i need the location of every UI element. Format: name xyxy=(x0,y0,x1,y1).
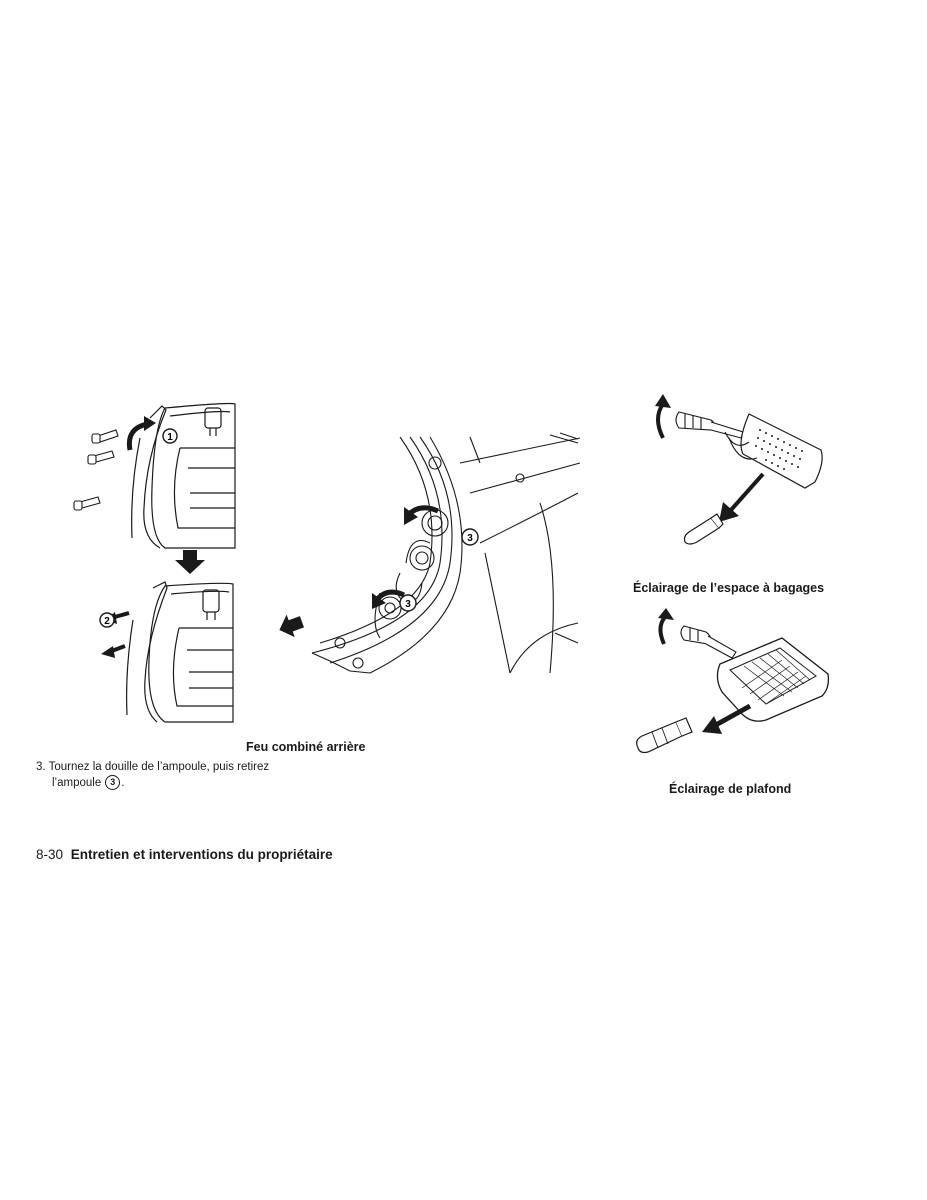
step-number: 3. xyxy=(36,761,46,773)
callout-3-lower: 3 xyxy=(405,599,411,610)
page-footer: 8-30 Entretien et interventions du propr… xyxy=(36,847,333,862)
luggage-light-caption: Éclairage de l’espace à bagages xyxy=(633,581,825,595)
rear-lamp-screws-illustration: 1 xyxy=(70,398,240,553)
step-callout-3: 3 xyxy=(105,775,121,790)
step-line-2-suffix: . xyxy=(121,777,125,789)
right-arrow-icon xyxy=(279,614,305,638)
down-arrow-icon xyxy=(175,550,205,574)
rear-lamp-pull-illustration: 2 xyxy=(95,580,235,725)
page-number: 8-30 xyxy=(36,847,64,862)
callout-2: 2 xyxy=(104,616,110,627)
step-line-2-prefix: l’ampoule xyxy=(52,777,102,789)
step-line-1: Tournez la douille de l’ampoule, puis re… xyxy=(48,761,270,773)
callout-1: 1 xyxy=(167,432,173,443)
step-3-instruction: 3. Tournez la douille de l’ampoule, puis… xyxy=(36,759,306,791)
callout-3-upper: 3 xyxy=(467,533,473,544)
section-title: Entretien et interventions du propriétai… xyxy=(70,847,333,862)
ceiling-light-illustration xyxy=(632,608,832,768)
ceiling-light-caption: Éclairage de plafond xyxy=(669,782,792,796)
lamp-socket-illustration: 3 3 xyxy=(310,433,580,678)
luggage-light-illustration xyxy=(655,394,825,552)
rear-lamp-caption: Feu combiné arrière xyxy=(246,740,366,754)
